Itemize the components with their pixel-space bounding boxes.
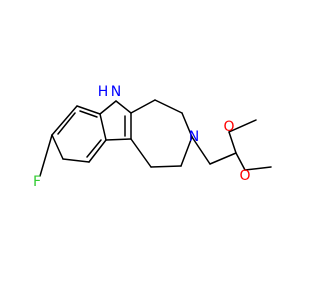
bond-piperidine-2 bbox=[154, 99, 183, 114]
bond-benzene-double-1 bbox=[79, 110, 98, 118]
bond-ch-o-bottom bbox=[235, 152, 246, 171]
bonds bbox=[39, 99, 272, 177]
bond-ch-o-top bbox=[228, 131, 237, 154]
bond-benzene-4 bbox=[62, 158, 90, 163]
bond-piperidine-4 bbox=[180, 136, 193, 167]
bond-piperidine-5 bbox=[150, 165, 182, 168]
bond-benzene-2 bbox=[99, 113, 107, 141]
atom-fluorine: F bbox=[33, 174, 41, 190]
bond-n-ch2 bbox=[191, 136, 211, 165]
bond-piperidine-3 bbox=[181, 112, 193, 138]
bond-piperidine-6 bbox=[130, 138, 152, 168]
bond-benzene-double-2 bbox=[86, 139, 102, 158]
bond-benzene-5 bbox=[51, 134, 64, 160]
bond-o-ch3-top bbox=[228, 119, 257, 133]
atom-oxygen-bottom: O bbox=[239, 168, 250, 184]
bond-benzene-3 bbox=[88, 139, 107, 163]
atom-oxygen-top: O bbox=[223, 119, 234, 135]
bond-benzene-1 bbox=[76, 105, 101, 115]
atom-n-indole: N bbox=[111, 84, 121, 100]
molecule-structure: N H N F O O bbox=[33, 84, 272, 190]
bond-pyrrole-4 bbox=[105, 138, 132, 141]
bond-o-ch3-bottom bbox=[244, 166, 272, 171]
bond-pyrrole-2 bbox=[115, 100, 132, 114]
atom-h-indole: H bbox=[98, 84, 109, 100]
bond-piperidine-1 bbox=[130, 99, 156, 114]
bond-pyrrole-1 bbox=[99, 100, 117, 115]
bond-aryl-fluorine bbox=[39, 134, 53, 177]
bond-benzene-6 bbox=[51, 105, 78, 136]
atom-labels: N H N F O O bbox=[33, 84, 251, 190]
bond-benzene-double-3 bbox=[57, 112, 76, 135]
bond-ch2-ch bbox=[209, 152, 237, 165]
atom-n-piperidine: N bbox=[189, 129, 199, 145]
